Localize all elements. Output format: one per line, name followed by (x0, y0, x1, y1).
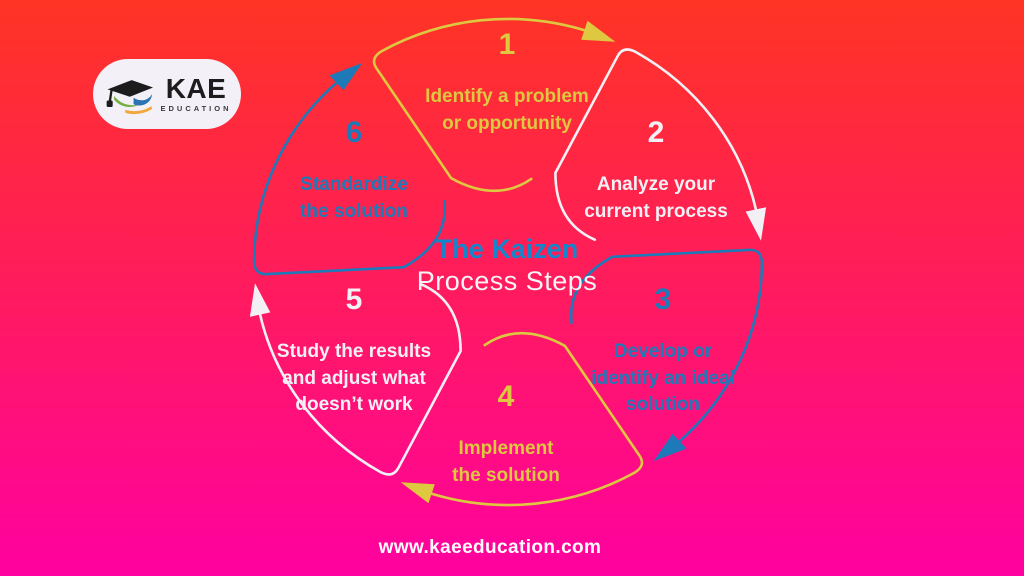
cap-tassel-knob (107, 100, 114, 107)
step-5: 5 Study the results and adjust what does… (234, 283, 474, 419)
logo-subtitle: EDUCATION (160, 103, 232, 113)
step-1-label: Identify a problem or opportunity (425, 86, 589, 134)
center-title: The Kaizen Process Steps (367, 233, 647, 298)
step-6-label: Standardize the solution (300, 174, 408, 222)
step-1-arc (372, 17, 586, 193)
step-3-number: 3 (654, 283, 672, 316)
step-5-label: Study the results and adjust what doesn’… (276, 341, 432, 415)
step-5-number: 5 (345, 283, 363, 316)
step-1-number: 1 (498, 28, 516, 61)
step-4-arc (430, 331, 644, 507)
step-6-number: 6 (345, 116, 363, 149)
step-2: 2 Analyze your current process (536, 116, 776, 225)
cap-ribbon-green (114, 95, 140, 107)
center-title-line1: The Kaizen (435, 234, 579, 264)
step-6: 6 Standardize the solution (234, 116, 474, 225)
center-title-line2: Process Steps (416, 266, 598, 296)
cap-ribbon-blue (134, 94, 153, 106)
cap-board (108, 80, 154, 97)
step-5-arc (258, 283, 462, 476)
step-4-label: Implement the solution (452, 438, 560, 486)
step-2-arc (554, 48, 758, 241)
kae-education-logo: KAE EDUCATION (93, 59, 241, 129)
step-3-arrowhead (653, 433, 687, 462)
website-url: www.kaeeducation.com (378, 537, 602, 558)
step-6-arc (252, 81, 447, 276)
step-4: 4 Implement the solution (386, 380, 626, 489)
cap-tassel (108, 90, 114, 103)
logo-brand: KAE (165, 72, 227, 104)
step-6-arrowhead (329, 62, 363, 91)
step-5-arrowhead (249, 283, 271, 317)
logo-text: KAE EDUCATION (160, 72, 232, 113)
step-2-number: 2 (647, 116, 665, 149)
step-2-arrowhead (745, 207, 767, 241)
step-2-label: Analyze your current process (584, 174, 728, 222)
step-3: 3 Develop or identify an ideal solution (543, 283, 783, 419)
step-3-label: Develop or identify an ideal solution (591, 341, 735, 415)
step-1-arrowhead (581, 20, 616, 42)
step-4-number: 4 (497, 380, 515, 413)
graduation-cap-icon (107, 80, 154, 115)
step-4-arrowhead (400, 482, 435, 504)
step-1: 1 Identify a problem or opportunity (387, 28, 627, 137)
cap-ribbon-orange (125, 106, 153, 115)
step-3-arc (569, 248, 764, 443)
